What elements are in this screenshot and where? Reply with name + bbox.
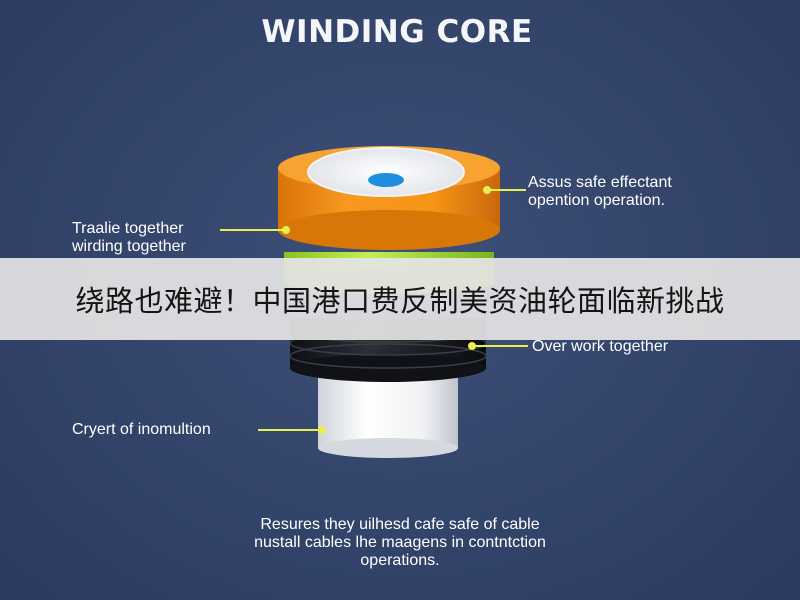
description-line: operations. <box>360 552 440 569</box>
callout-line: wirding together <box>72 238 186 255</box>
description-line: Resures they uilhesd cafe safe of cable <box>260 516 540 533</box>
callout-line: Traalie together <box>72 220 184 237</box>
headline-text: 绕路也难避！中国港口费反制美资油轮面临新挑战 <box>75 284 725 318</box>
callout-right-top: Assus safe effectant opention operation. <box>528 174 672 210</box>
callout-left-bottom: Cryert of inomultion <box>72 421 211 439</box>
description-line: nustall cables lhe maagens in contntctio… <box>254 534 546 551</box>
callout-line: Over work together <box>532 338 669 355</box>
headline-banner: 绕路也难避！中国港口费反制美资油轮面临新挑战 <box>0 258 800 340</box>
diagram-title: WINDING CORE <box>261 14 533 50</box>
callout-line: Cryert of inomultion <box>72 421 211 438</box>
callout-connectors <box>220 186 528 434</box>
callout-line: Assus safe effectant <box>528 174 672 191</box>
callout-left-top: Traalie together wirding together <box>72 220 186 256</box>
bottom-description: Resures they uilhesd cafe safe of cable … <box>0 516 800 570</box>
callout-right-mid: Over work together <box>532 338 668 356</box>
orange-top-cap <box>278 146 500 250</box>
callout-line: opention operation. <box>528 192 665 209</box>
